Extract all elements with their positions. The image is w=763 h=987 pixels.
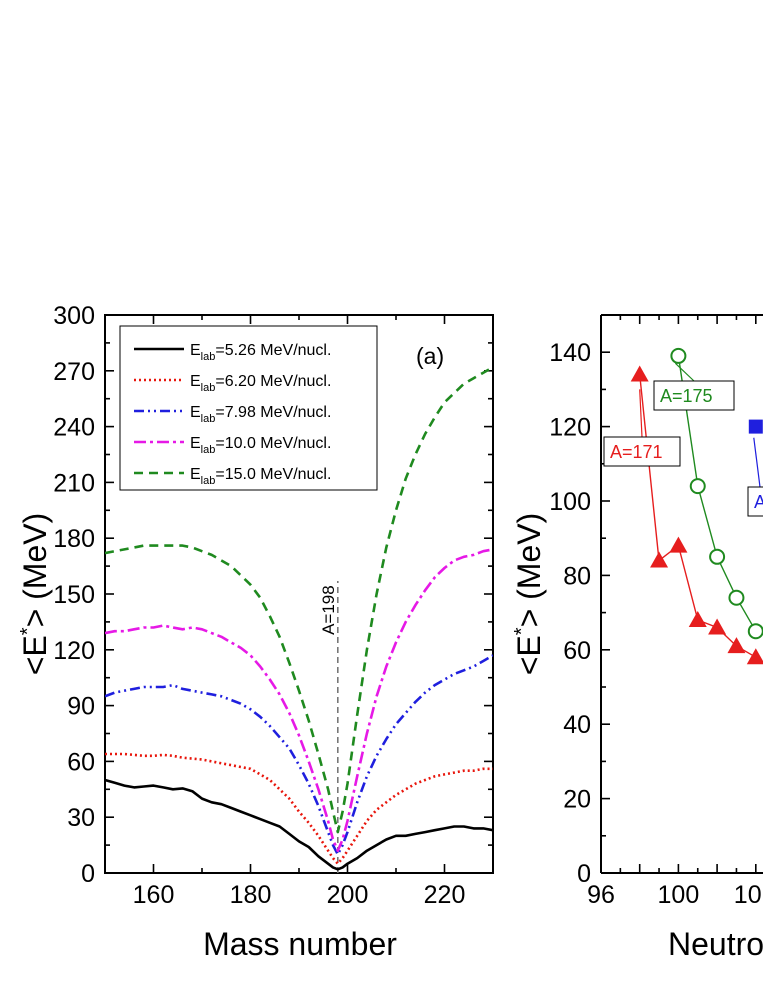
data-point-triangle [746,648,763,665]
y-tick-label: 100 [549,488,591,516]
y-axis-label-b: <E*> (MeV) [511,513,547,676]
series-line-4 [105,548,493,852]
x-tick-label: 10 [734,881,762,909]
y-tick-label: 30 [67,804,95,832]
series-line-5 [105,365,493,834]
y-tick-label: 60 [563,637,591,665]
y-tick-label: 120 [549,414,591,442]
x-tick-label: 160 [133,881,175,909]
x-tick-labels-a: 160 180 200 220 [133,881,466,909]
panel-a: 0 30 60 90 120 150 180 210 240 270 300 160 180 200 22… [17,302,494,962]
legend-entries: Elab=5.26 MeV/nucl. Elab=6.20 MeV/nucl. El… [134,342,331,487]
y-tick-label: 180 [53,525,95,553]
data-point-circle [689,478,706,495]
series-label-2: A=175 [660,386,713,406]
series-group-b [630,347,763,665]
legend: Elab=5.26 MeV/nucl. Elab=6.20 MeV/nucl. El… [119,325,378,491]
legend-label-4: Elab=10.0 MeV/nucl. [190,435,331,456]
y-tick-labels-a: 0 30 60 90 120 150 180 210 240 270 300 [53,302,95,888]
y-tick-label: 210 [53,469,95,497]
series-line-3 [105,654,493,856]
series-label-box-1 [603,436,681,467]
x-tick-label: 200 [327,881,369,909]
series-label-box-2 [653,380,735,411]
axis-ticks-a [104,314,494,874]
x-tick-labels-b: 96 100 10 [587,881,762,909]
data-point-circle [709,548,726,565]
y-axis-label-a: <E*> (MeV) [17,513,53,676]
legend-label-2: Elab=6.20 MeV/nucl. [190,373,331,394]
panel-label-a: (a) [416,343,444,369]
y-tick-label: 150 [53,581,95,609]
y-tick-label: 90 [67,693,95,721]
data-point-circle [747,623,763,640]
y-tick-label: 40 [563,711,591,739]
data-point-triangle [669,536,688,553]
data-point-circle [728,589,745,606]
data-point-triangle [708,618,727,635]
legend-box [119,325,378,491]
series-label-1: A=171 [610,442,663,462]
y-tick-label: 120 [53,637,95,665]
annotation-a198: A=198 [319,585,338,635]
y-tick-label: 0 [81,860,95,888]
y-tick-label: 0 [577,860,591,888]
data-point-triangle [650,551,669,568]
legend-label-1: Elab=5.26 MeV/nucl. [190,342,331,363]
x-tick-label: 180 [230,881,272,909]
data-point-circle [670,347,687,364]
series-label-box-3 [747,486,763,517]
legend-label-3: Elab=7.98 MeV/nucl. [190,404,331,425]
data-point-triangle [688,611,707,628]
series-label-3: A [754,492,763,512]
label-leader-3 [753,437,761,488]
y-tick-label: 240 [53,414,95,442]
legend-label-5: Elab=15.0 MeV/nucl. [190,466,331,487]
y-tick-label: 60 [67,748,95,776]
data-point-triangle [727,637,746,654]
label-leader-2 [674,362,695,382]
series-line-1 [105,778,493,871]
y-tick-label: 80 [563,562,591,590]
data-point-square [748,419,763,434]
y-tick-label: 270 [53,358,95,386]
data-point-triangle [630,365,649,382]
y-tick-label: 20 [563,786,591,814]
x-tick-label: 220 [424,881,466,909]
x-axis-label-a: Mass number [203,926,397,962]
y-tick-label: 300 [53,302,95,330]
y-tick-labels-b: 0 20 40 60 80 100 120 140 [549,339,591,888]
y-tick-label: 140 [549,339,591,367]
series-group-a [105,365,493,871]
x-tick-label: 96 [587,881,615,909]
x-axis-label-b: Neutro [668,926,763,962]
label-leader-1 [639,389,643,438]
series-line-2 [105,752,493,865]
x-tick-label: 100 [658,881,700,909]
